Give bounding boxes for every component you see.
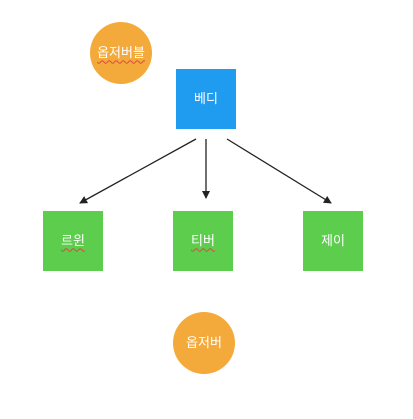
bottom-observer-label: 옵저버	[186, 335, 222, 351]
bottom-observer-node: 옵저버	[173, 312, 235, 374]
middle-child-node: 티버	[173, 211, 233, 271]
right-child-node: 제이	[303, 211, 363, 271]
middle-child-label: 티버	[191, 233, 215, 249]
edge-parent-to-left	[79, 138, 197, 204]
top-observable-label: 옵저버블	[97, 45, 145, 61]
top-observable-node: 옵저버블	[90, 22, 152, 84]
parent-node: 베디	[176, 69, 236, 129]
right-child-label: 제이	[321, 233, 345, 249]
left-child-node: 르윈	[43, 211, 103, 271]
edge-parent-to-right	[226, 138, 332, 204]
parent-node-label: 베디	[194, 91, 218, 107]
left-child-label: 르윈	[61, 233, 85, 249]
